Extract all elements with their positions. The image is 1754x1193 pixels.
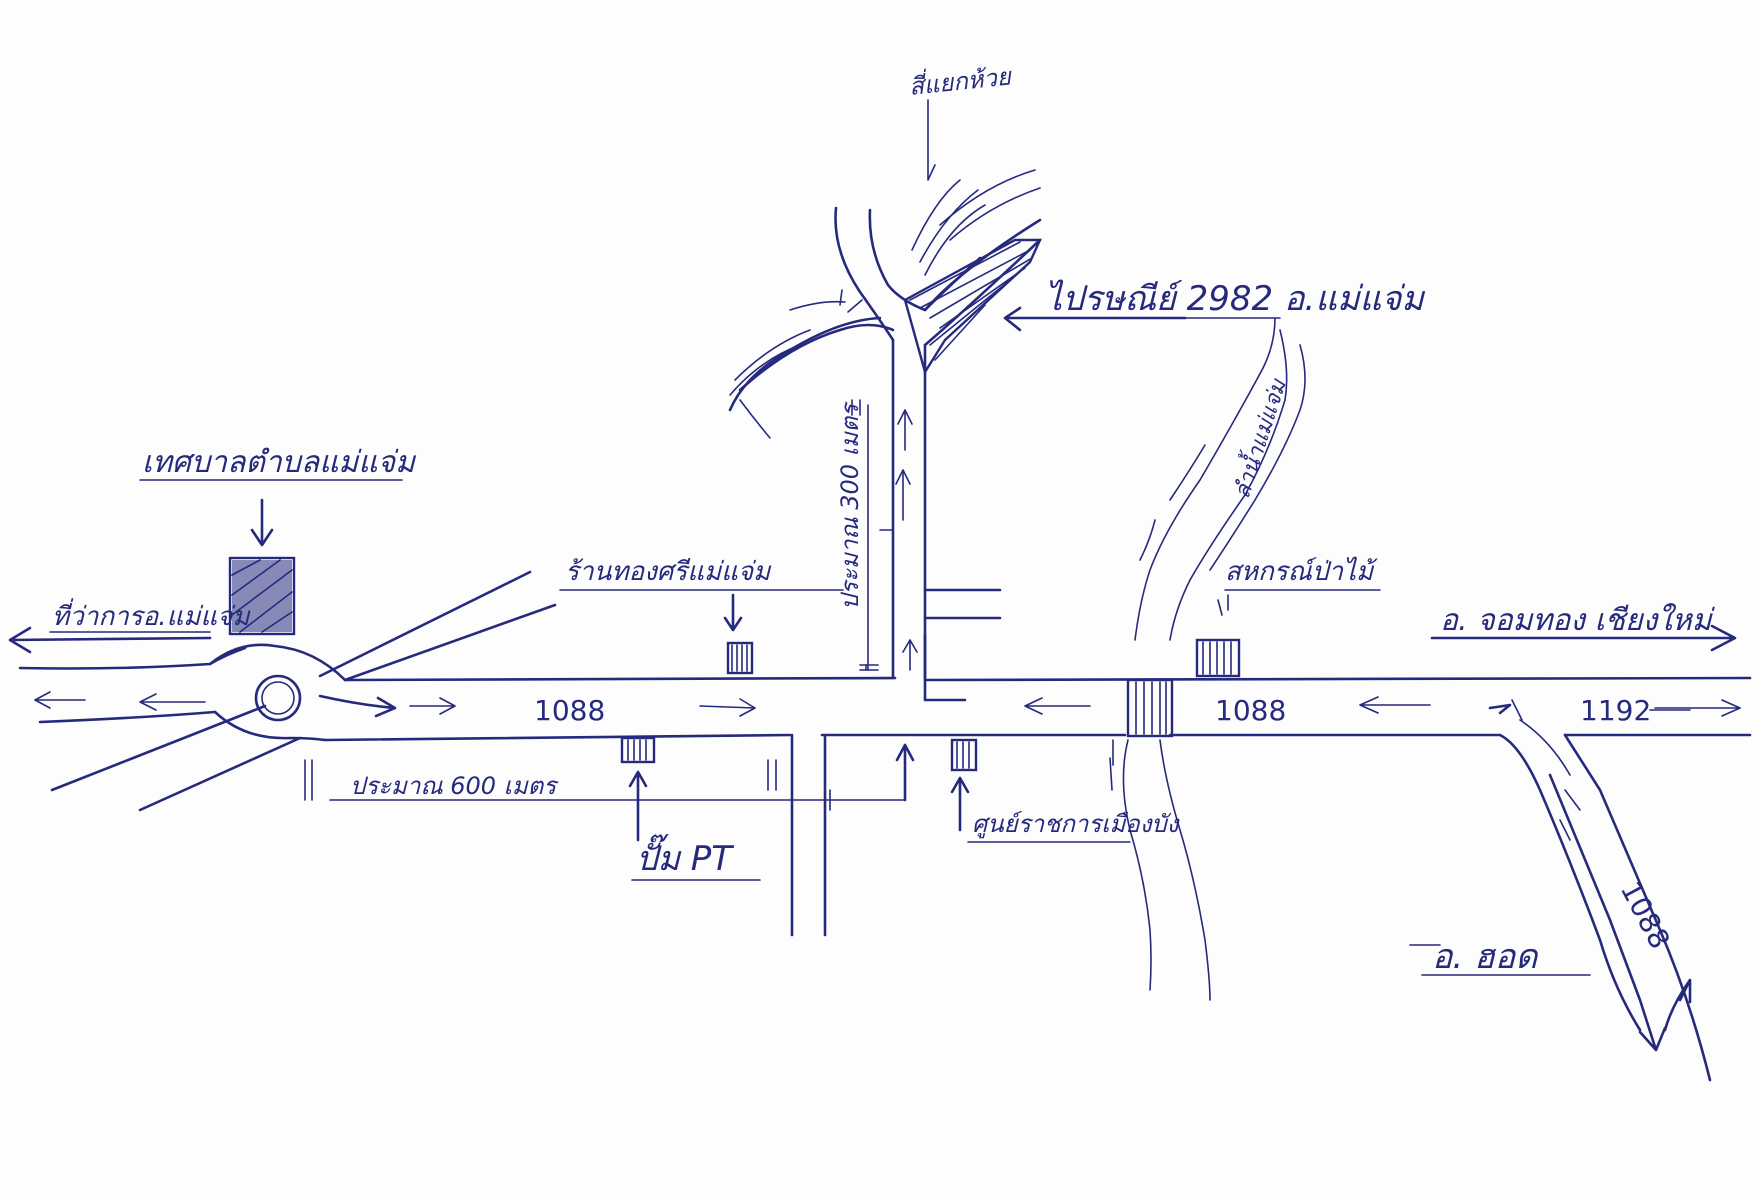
road-ne-2 [343, 603, 557, 682]
shop-building [559, 589, 844, 675]
river [1109, 317, 1306, 1001]
north-road [851, 338, 1002, 702]
label-distance-300: ประมาณ 300 เมตร [836, 401, 864, 610]
label-junction-north: สี่แยกห้วย [907, 59, 1014, 101]
coop-building [1195, 589, 1381, 678]
label-district-office-left: ที่ว่าการอ.แม่แจ่ม [52, 598, 251, 632]
label-post-office-2982: ไปรษณีย์ 2982 อ.แม่แจ่ม [1045, 279, 1425, 319]
label-distance-600: ประมาณ 600 เมตร [350, 772, 559, 800]
road-1192 [1488, 699, 1712, 1082]
lane-arrow-east-2 [699, 698, 756, 717]
arrow-west [8, 626, 212, 654]
lane-arrow-east [409, 697, 456, 715]
label-chomthong-chiangmai: อ. จอมทอง เชียงใหม่ [1440, 603, 1715, 638]
label-municipality: เทศบาลตำบลแม่แจ่ม [142, 445, 417, 480]
government-center-building [950, 738, 1131, 843]
road-number-1088-diag: 1088 [1614, 876, 1677, 954]
label-pt-station: ปั๊ม PT [636, 833, 734, 879]
label-shop: ร้านทองศรีแม่แจ่ม [565, 557, 772, 587]
main-road-1088 [18, 646, 1752, 742]
distance-600-line [304, 743, 915, 811]
road-ne-1 [318, 570, 532, 678]
road-sw-2 [138, 736, 302, 812]
arrow-down-municipality [250, 498, 274, 547]
municipality-building [139, 479, 403, 636]
arrow-chiangmai [1430, 624, 1737, 652]
north-junction [728, 169, 1042, 439]
label-coop: สหกรณ์ป่าไม้ [1225, 556, 1378, 587]
lane-arrow-west-2 [139, 693, 206, 711]
label-government-center: ศูนย์ราชการเมืองบัง [972, 810, 1181, 839]
road-number-1088-west: 1088 [534, 694, 605, 727]
road-sw-1 [50, 704, 267, 792]
lane-arrow-west-4 [1359, 696, 1431, 714]
label-river: ลำน้ำแม่แจ่ม [1225, 374, 1292, 502]
road-number-1192: 1192 [1580, 694, 1651, 727]
post-office-building [903, 238, 1042, 375]
pt-station-building [620, 736, 761, 881]
lane-arrow-west-3 [1024, 697, 1091, 715]
lane-arrow-east-3 [1654, 699, 1741, 717]
label-to-hod: อ. ฮอด [1432, 937, 1539, 977]
lane-arrow-west [34, 691, 86, 709]
road-number-1088-east: 1088 [1215, 694, 1286, 727]
roundabout [50, 570, 557, 812]
